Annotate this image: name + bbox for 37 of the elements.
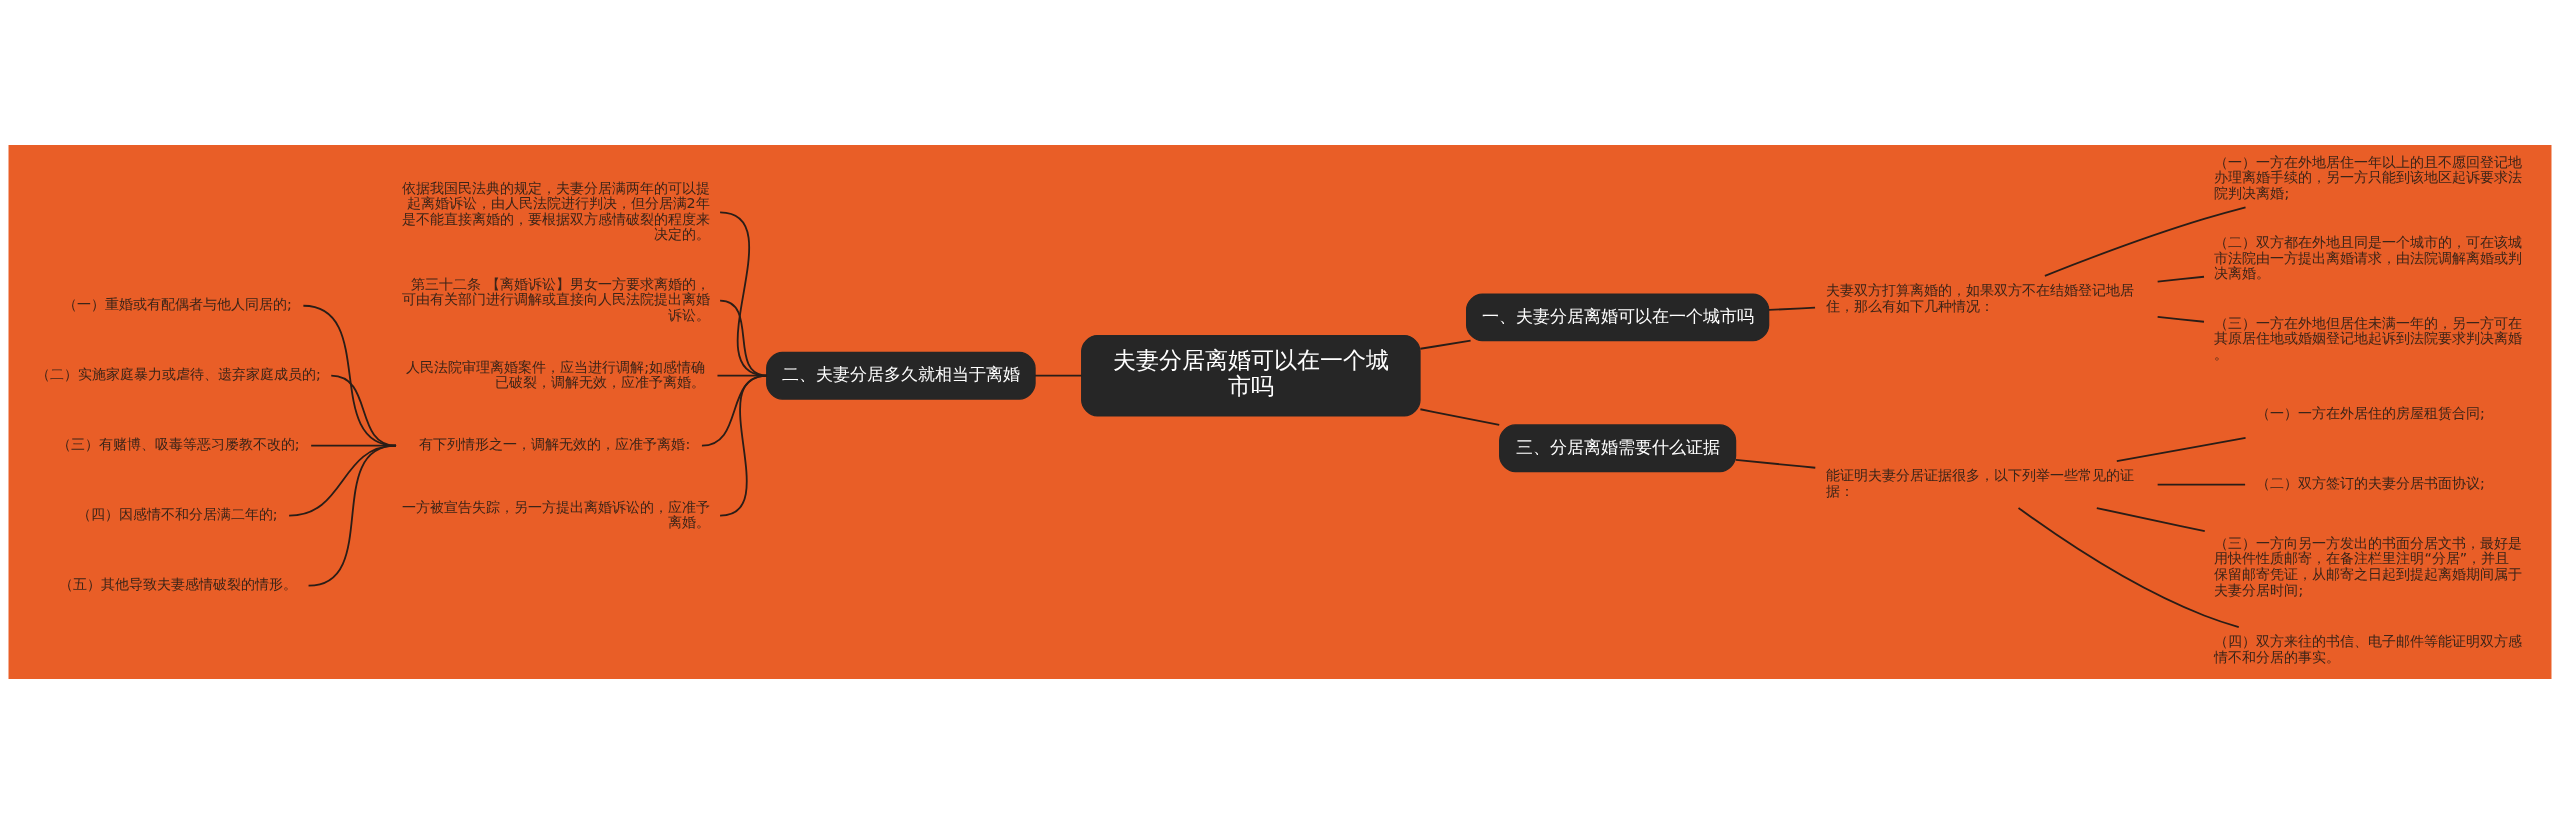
connector — [2156, 483, 2246, 486]
node-text: （三）有赌博、吸毒等恶习屡教不改的; — [56, 436, 300, 453]
connector — [1419, 339, 1472, 350]
node-box: 三、分居离婚需要什么证据 — [1499, 424, 1737, 473]
node-box: 一、夫妻分居离婚可以在一个城市吗 — [1466, 293, 1770, 342]
node-text: 一方被宣告失踪，另一方提出离婚诉讼的，应准予离婚。 — [401, 498, 710, 531]
node-box: 二、夫妻分居多久就相当于离婚 — [766, 351, 1036, 400]
node-text: 人民法院审理离婚案件，应当进行调解;如感情确已破裂，调解无效，应准予离婚。 — [406, 358, 706, 391]
node-text: （四）双方来往的书信、电子邮件等能证明双方感情不和分居的事实。 — [2214, 633, 2523, 665]
connector — [1734, 458, 1817, 469]
node-text: （二）双方都在外地且同是一个城市的，可在该城市法院由一方提出离婚请求，由法院调解离婚或判决离婚。 — [2214, 234, 2523, 282]
connector — [2095, 507, 2206, 533]
node-text: （五）其他导致夫妻感情破裂的情形。 — [58, 576, 297, 593]
connector — [2044, 206, 2247, 277]
node-text: 依据我国民法典的规定，夫妻分居满两年的可以提起离婚诉讼，由人民法院进行判决，但分居满2年是不能直接离婚的，要根据双方感情破裂的程度来决定的。 — [401, 179, 710, 243]
node-text: （二）实施家庭暴力或虐待、遗弃家庭成员的; — [36, 366, 321, 383]
node-text: （四）因感情不和分居满二年的; — [76, 506, 278, 523]
node-text: （三）一方在外地但居住未满一年的，另一方可在其原居住地或婚姻登记地起诉到法院要求判决离婚。 — [2214, 314, 2523, 362]
connector — [2115, 436, 2247, 463]
connector — [2156, 316, 2205, 323]
node-text: （一）重婚或有配偶者与他人同居的; — [62, 296, 292, 313]
node-box: 夫妻分居离婚可以在一个城市吗 — [1081, 334, 1421, 417]
connector — [307, 444, 397, 587]
node-text: 夫妻双方打算离婚的，如果双方不在结婚登记地居住，那么有如下几种情况： — [1825, 282, 2134, 314]
node-text: 能证明夫妻分居证据很多，以下列举一些常见的证据： — [1825, 467, 2134, 499]
connector — [2156, 275, 2205, 283]
node-text: 第三十二条 【离婚诉讼】男女一方要求离婚的，可由有关部门进行调解或直接向人民法院提出离婚诉讼。 — [401, 275, 710, 323]
node-text: 有下列情形之一，调解无效的，应准予离婚: — [419, 436, 691, 453]
connector — [1768, 306, 1816, 311]
node-text: （一）一方在外居住的房屋租赁合同; — [2255, 405, 2485, 422]
node-text: （二）双方签订的夫妻分居书面协议; — [2255, 475, 2485, 492]
node-text: （一）一方在外地居住一年以上的且不愿回登记地办理离婚手续的，另一方只能到该地区起诉要求法院判决离婚; — [2214, 153, 2523, 201]
connector — [1034, 374, 1083, 377]
connector — [1419, 408, 1501, 426]
node-text: （三）一方向另一方发出的书面分居文书，最好是用快件性质邮寄，在备注栏里注明“分居”，并且保留邮寄凭证，从邮寄之日起到提起离婚期间属于夫妻分居时间; — [2214, 534, 2523, 598]
connector — [719, 374, 768, 517]
connector — [2017, 507, 2240, 628]
